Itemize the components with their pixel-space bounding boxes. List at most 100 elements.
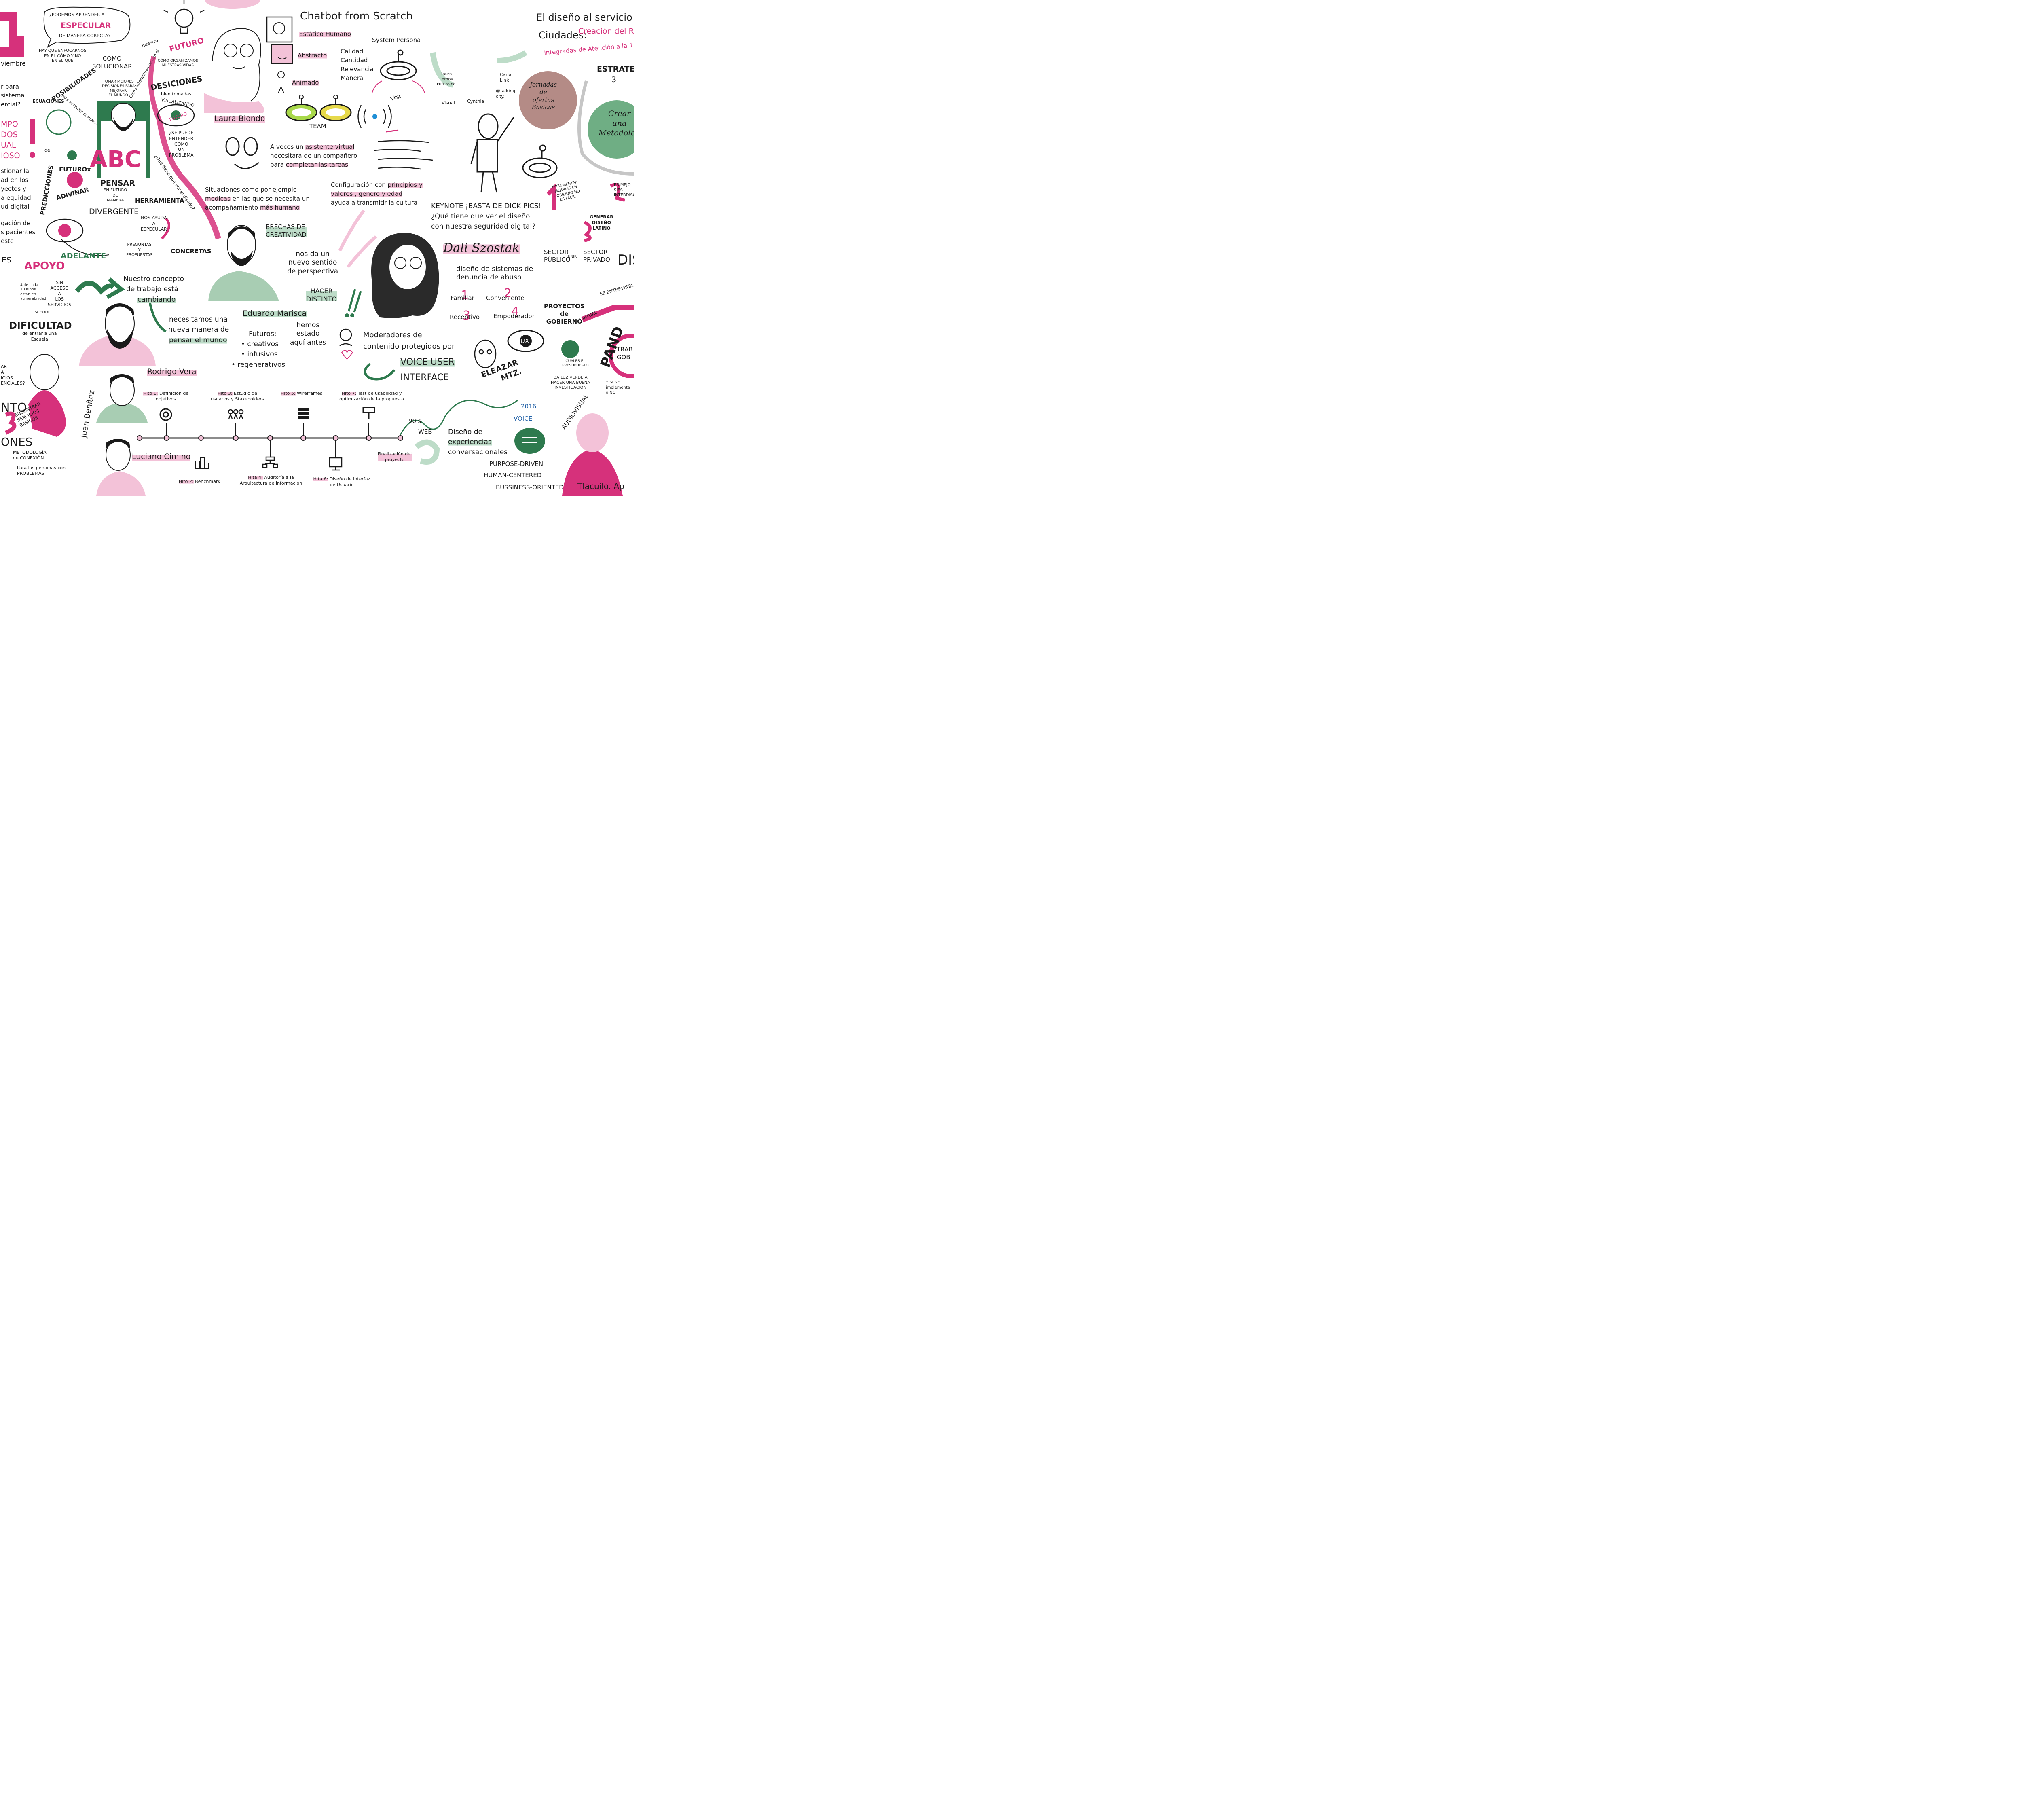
hito-1: Hito 1: Definición de objetivos	[143, 391, 189, 402]
pink-road	[157, 121, 221, 239]
stickman-right	[470, 113, 514, 193]
config-line-3: ayuda a transmitir la cultura	[331, 199, 418, 206]
left2-line-2: ad en los	[1, 176, 29, 184]
metodologia-label: METODOLOGÍA de CONEXIÓN	[13, 450, 47, 461]
nos-ayuda-label: NOS AYUDA A ESPECULAR	[141, 215, 167, 232]
ones-label: ONES	[1, 435, 33, 449]
hito-5: Hito 5: Wireframes	[281, 391, 323, 396]
left-pink-1: MPO	[1, 120, 18, 129]
servicios-label: AR A ICIOS ENCIALES?	[1, 364, 25, 386]
pensar-label: PENSAR	[100, 179, 135, 188]
num-1: 1	[461, 288, 469, 303]
proyectos-label: PROYECTOS de GOBIERNO	[544, 303, 585, 325]
dollar-icon	[561, 340, 579, 358]
laura-lemos-label: Laura Lemos Futuro.co	[437, 72, 456, 87]
lightbulb-icon	[163, 0, 205, 34]
ux-label: UX	[520, 337, 529, 345]
crear-circle	[588, 100, 634, 159]
keynote-label: KEYNOTE ¡BASTA DE DICK PICS!	[431, 202, 541, 210]
jornadas-circle	[519, 71, 577, 129]
eduardo-name: Eduardo Marisca	[243, 309, 307, 319]
manera-line-2: nueva manera de	[168, 326, 229, 334]
brechas-label: BRECHAS DE CREATIVIDAD	[266, 223, 307, 239]
benchmark-icon	[195, 457, 209, 469]
team-label: TEAM	[309, 123, 326, 130]
pink-blob	[205, 0, 260, 9]
human-label: HUMAN-CENTERED	[484, 472, 542, 479]
moderator-icon	[339, 328, 352, 347]
bien-tomadas-label: bien tomadas	[161, 91, 192, 97]
left2-line-3: yectos y	[1, 185, 26, 193]
luciano-name: Luciano Cimino	[132, 452, 191, 462]
dali-portrait	[371, 233, 439, 318]
concretas-label: CONCRETAS	[171, 248, 212, 255]
cuales-label: CUALES EL PRESUPUESTO	[562, 359, 589, 368]
trab-label: TRAB GOB	[617, 346, 633, 361]
relevancia-label: Relevancia	[341, 66, 374, 73]
disenio-line-3: conversacionales	[448, 448, 508, 456]
manera-label: Manera	[341, 74, 364, 82]
laura-biondo-portrait	[212, 28, 261, 102]
estatico-label: Estático Humano	[299, 30, 351, 38]
rodrigo-portrait	[79, 303, 156, 366]
como-solucionar-label: COMO SOLUCIONAR	[92, 55, 132, 70]
num-4: 4	[511, 305, 519, 319]
ecuaciones-label: ECUACIONES	[32, 99, 64, 104]
situaciones-line-3: acompañamiento más humano	[205, 204, 300, 211]
estrategia-number: 3	[611, 75, 617, 84]
adelante-label: ADELANTE	[61, 252, 106, 260]
school-label: SCHOOL	[35, 311, 50, 315]
carla-label: Carla Link	[500, 72, 512, 83]
users-icon	[228, 409, 244, 419]
dali-diseno-label: diseño de sistemas de denuncia de abuso	[456, 265, 533, 282]
concepto-line-3: cambiando	[137, 296, 176, 305]
da-luz-label: DA LUZ VERDE A HACER UNA BUENA INVESTIGA…	[551, 375, 590, 390]
calidad-label: Calidad	[341, 48, 364, 55]
voice-line-2: INTERFACE	[400, 372, 449, 383]
chatbot-title: Chatbot from Scratch	[300, 10, 413, 22]
ux-eye-icon	[507, 330, 544, 352]
preguntas-label: PREGUNTAS Y PROPUESTAS	[126, 243, 153, 257]
right-title-2: Ciudades:	[539, 30, 587, 41]
finalizacion-label: Finalización del proyecto	[378, 451, 412, 463]
situaciones-line-2: medicas en las que se necesita un	[205, 195, 310, 202]
num-2: 2	[504, 286, 512, 301]
enfocarnos-label: HAY QUE ENFOCARNOS EN EL CÓMO Y NO EN EL…	[39, 49, 87, 63]
speech-bubble	[43, 6, 131, 48]
left-pink-3: UAL	[1, 141, 16, 150]
sector-publico-label: SECTOR PÚBLICO	[544, 248, 571, 263]
tlacuilo-credit: Tlacuilo. Ap	[577, 481, 624, 491]
manera-line-3: pensar el mundo	[169, 336, 227, 345]
right-title-3: Creación del R	[578, 27, 634, 36]
sound-waves-icon	[357, 105, 392, 128]
num-3: 3	[463, 309, 471, 323]
unir-label: UNIR	[568, 255, 577, 259]
timeline-nodes	[137, 435, 403, 441]
system-persona-label: System Persona	[372, 36, 421, 44]
chat-bubble-icon	[514, 428, 545, 454]
hacer-distinto-label: HACER DISTINTO	[306, 287, 337, 303]
left-line-3: ercial?	[1, 101, 21, 108]
web-label: WEB	[418, 428, 432, 435]
eye-icon	[157, 104, 195, 127]
moderadores-line-1: Moderadores de	[363, 331, 422, 339]
laura-biondo-name: Laura Biondo	[214, 114, 265, 124]
es-mejor-label: ES MEJO SIES INTERDISC	[614, 183, 634, 197]
sketch-drawings	[0, 0, 634, 496]
luciano-portrait	[96, 439, 146, 496]
test-icon	[362, 407, 375, 419]
juan-portrait	[96, 374, 148, 423]
sketchnote-board: viembre r para sistema ercial? MPO DOS U…	[0, 0, 634, 496]
keynote-question-1: ¿Qué tiene que ver el diseño	[431, 212, 530, 220]
concepto-line-2: de trabajo está	[126, 285, 178, 293]
futuros-label: Futuros:	[249, 330, 277, 338]
futurox-label: FUTUROx	[59, 166, 91, 173]
animado-label: Animado	[292, 79, 319, 87]
wireframe-icon	[298, 408, 309, 419]
voice-line-1: VOICE USER	[400, 357, 455, 368]
hemos-label: hemos estado aquí antes	[290, 321, 326, 347]
rodrigo-name: Rodrigo Vera	[147, 367, 197, 377]
hito-2: Hito 2: Benchmark	[179, 479, 220, 484]
divergente-label: DIVERGENTE	[89, 207, 139, 216]
left3-line-2: s pacientes	[1, 229, 36, 236]
